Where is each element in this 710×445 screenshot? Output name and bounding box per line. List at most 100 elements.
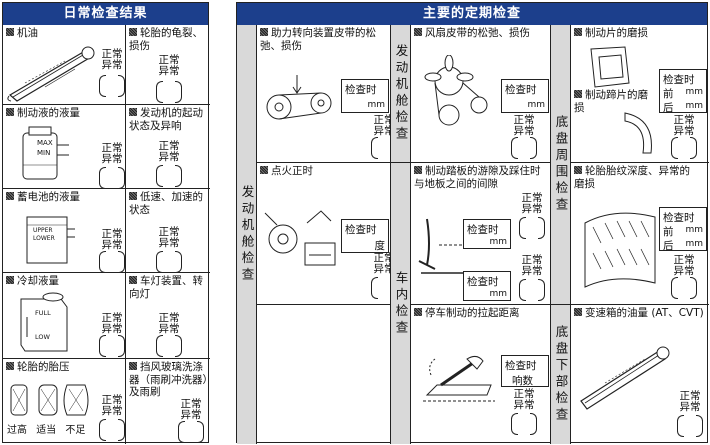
- status-normal: 正常: [101, 312, 123, 324]
- bullet-icon: [260, 166, 268, 174]
- coolant-tank-icon: [20, 292, 68, 352]
- check-ps-belt: 助力转向装置皮带的松弛、损伤 检查时 mm 正常 异常: [257, 25, 391, 163]
- label-brake-fluid: 制动液的液量: [17, 107, 80, 119]
- mark-max: MAX: [37, 139, 53, 147]
- status-normal: 正常: [101, 228, 123, 240]
- unit-mm: mm: [685, 239, 703, 249]
- label-coolant: 冷却液量: [17, 275, 59, 287]
- status-abnormal: 异常: [513, 125, 535, 137]
- inspect-box-front-rear: 检查时 前 mm 后 mm: [659, 69, 707, 114]
- mark-lower: LOWER: [33, 235, 55, 242]
- label-gearbox: 变速箱的油量 (AT、CVT): [585, 307, 704, 319]
- status-normal: 正常: [679, 390, 701, 402]
- result-bracket: [671, 277, 697, 299]
- result-bracket: [99, 419, 125, 441]
- tire-state-ok: 适当: [36, 425, 57, 436]
- unit-mm: mm: [489, 289, 507, 299]
- result-bracket: [156, 165, 182, 187]
- check-brake-fluid: 制动液的液量 MAX MIN 正常 异常: [3, 105, 126, 189]
- status-normal: 正常: [673, 114, 695, 126]
- status-abnormal: 异常: [101, 153, 123, 165]
- empty-cell: [257, 305, 391, 444]
- status-abnormal: 异常: [679, 401, 701, 413]
- status-abnormal: 异常: [101, 323, 123, 335]
- status-abnormal: 异常: [101, 239, 123, 251]
- check-parking-brake: 停车制动的拉起距离 检查时 响数 正常 异常: [411, 305, 551, 444]
- result-bracket: [519, 217, 545, 239]
- result-bracket: [671, 137, 697, 159]
- label-acceleration: 低速、加速的状态: [129, 191, 203, 216]
- unit-mm: mm: [527, 100, 545, 110]
- label-battery: 蓄电池的液量: [17, 191, 80, 203]
- section-engine-bay-top: 发动机舱检查: [391, 25, 411, 163]
- tire-state-high: 过高: [7, 425, 27, 436]
- section-engine-bay: 发动机舱检查: [237, 25, 257, 444]
- status-normal: 正常: [101, 48, 123, 60]
- result-bracket: [99, 335, 125, 357]
- status-abnormal: 异常: [158, 323, 180, 335]
- status-normal: 正常: [513, 114, 535, 126]
- rear-label: 后: [663, 240, 674, 252]
- status-normal: 正常: [373, 252, 391, 264]
- mark-low: LOW: [35, 333, 50, 341]
- result-bracket: [99, 75, 125, 97]
- status-normal: 正常: [158, 140, 180, 152]
- inspect-time-label: 检查时: [467, 276, 499, 288]
- unit-mm: mm: [685, 87, 703, 97]
- result-bracket: [677, 415, 703, 437]
- check-acceleration: 低速、加速的状态 正常 异常: [126, 189, 210, 273]
- status-abnormal: 异常: [521, 265, 543, 277]
- label-washer: 挡风玻璃洗涤器（雨刷冲洗器）及雨刷: [129, 361, 208, 398]
- bullet-icon: [129, 362, 137, 370]
- status-normal: 正常: [373, 114, 391, 126]
- brake-fluid-reservoir-icon: [22, 126, 69, 180]
- gearbox-dipstick-icon: [580, 346, 670, 410]
- result-bracket: [371, 277, 390, 299]
- daily-check-panel: 日常检查结果 机油 正常 异常 轮胎的龟裂、损伤 正常 异常 制动液的液量: [2, 2, 210, 444]
- battery-icon: [26, 216, 75, 264]
- label-parking-brake: 停车制动的拉起距离: [425, 307, 520, 319]
- status-normal: 正常: [673, 254, 695, 266]
- result-bracket: [156, 251, 182, 272]
- unit-clicks: 响数: [512, 375, 533, 387]
- inspect-box: 检查时 mm: [501, 79, 549, 113]
- status-abnormal: 异常: [158, 65, 180, 77]
- status-abnormal: 异常: [521, 203, 543, 215]
- status-abnormal: 异常: [673, 125, 695, 137]
- label-brake-shoe: 制动蹄片的磨损: [574, 89, 648, 114]
- label-tire-damage: 轮胎的龟裂、损伤: [129, 27, 203, 52]
- bullet-icon: [574, 90, 582, 98]
- label-tread: 轮胎胎纹深度、异常的磨损: [574, 165, 690, 190]
- check-lights: 车灯装置、转向灯 正常 异常: [126, 273, 210, 359]
- status-normal: 正常: [180, 398, 202, 410]
- label-engine-start: 发动机的起动状态及异响: [129, 107, 203, 132]
- check-brake-pad: 制动片的磨损 制动蹄片的磨损 检查时 前 mm 后 mm 正常 异常: [571, 25, 709, 163]
- mark-min: MIN: [37, 149, 51, 157]
- bullet-icon: [6, 192, 14, 200]
- front-label: 前: [663, 226, 674, 238]
- status-normal: 正常: [521, 254, 543, 266]
- result-bracket: [511, 413, 537, 435]
- status-normal: 正常: [158, 312, 180, 324]
- tire-tread-icon: [584, 212, 656, 288]
- inspect-time-label: 检查时: [345, 84, 377, 96]
- unit-mm: mm: [685, 225, 703, 235]
- tire-pressure-icon: [10, 384, 89, 416]
- bullet-icon: [6, 362, 14, 370]
- brake-shoe-icon: [624, 112, 652, 154]
- check-ignition: 点火正时 检查时 度 正常 异常: [257, 163, 391, 305]
- parking-brake-icon: [423, 355, 495, 402]
- status-abnormal: 异常: [180, 409, 202, 421]
- section-chassis-under: 底盘下部检查: [551, 305, 571, 444]
- tire-state-low: 不足: [65, 425, 86, 436]
- label-engine-oil: 机油: [17, 27, 38, 39]
- fan-belt-icon: [424, 55, 488, 126]
- brake-pad-icon: [590, 46, 630, 88]
- bullet-icon: [414, 308, 422, 316]
- inspect-time-label: 检查时: [663, 212, 695, 224]
- section-cabin: 车内检查: [391, 163, 411, 444]
- result-bracket: [511, 137, 537, 159]
- inspect-box: 检查时 mm: [341, 79, 389, 113]
- bullet-icon: [6, 28, 14, 36]
- mark-upper: UPPER: [33, 227, 53, 234]
